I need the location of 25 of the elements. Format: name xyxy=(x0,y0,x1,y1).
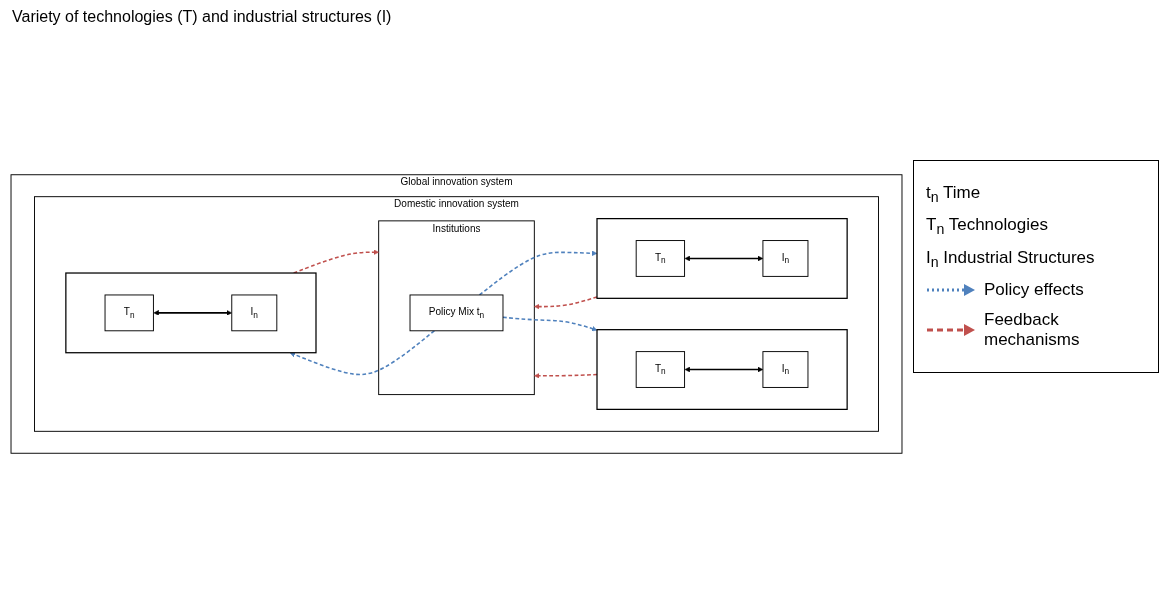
node-box: I$_{n}$ xyxy=(231,294,278,332)
arrow xyxy=(534,296,598,310)
arrow xyxy=(289,330,436,376)
arrow xyxy=(684,366,764,373)
legend-text: t$_{n}$ Time xyxy=(926,183,981,206)
arrow xyxy=(684,255,764,262)
arrow xyxy=(478,250,598,296)
node-box: I$_{n}$ xyxy=(762,351,809,388)
legend-text: Policy effects xyxy=(984,280,1084,301)
node-box: I$_{n}$ xyxy=(762,240,809,277)
node-box: T$_{n}$ xyxy=(104,294,154,332)
arrow xyxy=(502,316,598,332)
group-heading: Variety of technologies (T) and industrial structures (I) xyxy=(12,8,393,26)
node-box: T$_{n}$ xyxy=(635,351,686,388)
legend-text: I$_{n}$ Industrial Structures xyxy=(926,247,1095,271)
arrow xyxy=(292,249,379,274)
cluster xyxy=(596,218,848,299)
node-box: T$_{n}$ xyxy=(635,240,686,277)
legend-text: Feedback mechanisms xyxy=(984,310,1081,351)
legend-text: T$_{n}$ Technologies xyxy=(926,215,1048,238)
arrow xyxy=(153,310,232,316)
node-box: Policy Mix t$_{n}$ xyxy=(409,294,504,332)
cluster xyxy=(65,272,317,354)
arrow xyxy=(534,373,598,379)
cluster xyxy=(596,329,848,410)
